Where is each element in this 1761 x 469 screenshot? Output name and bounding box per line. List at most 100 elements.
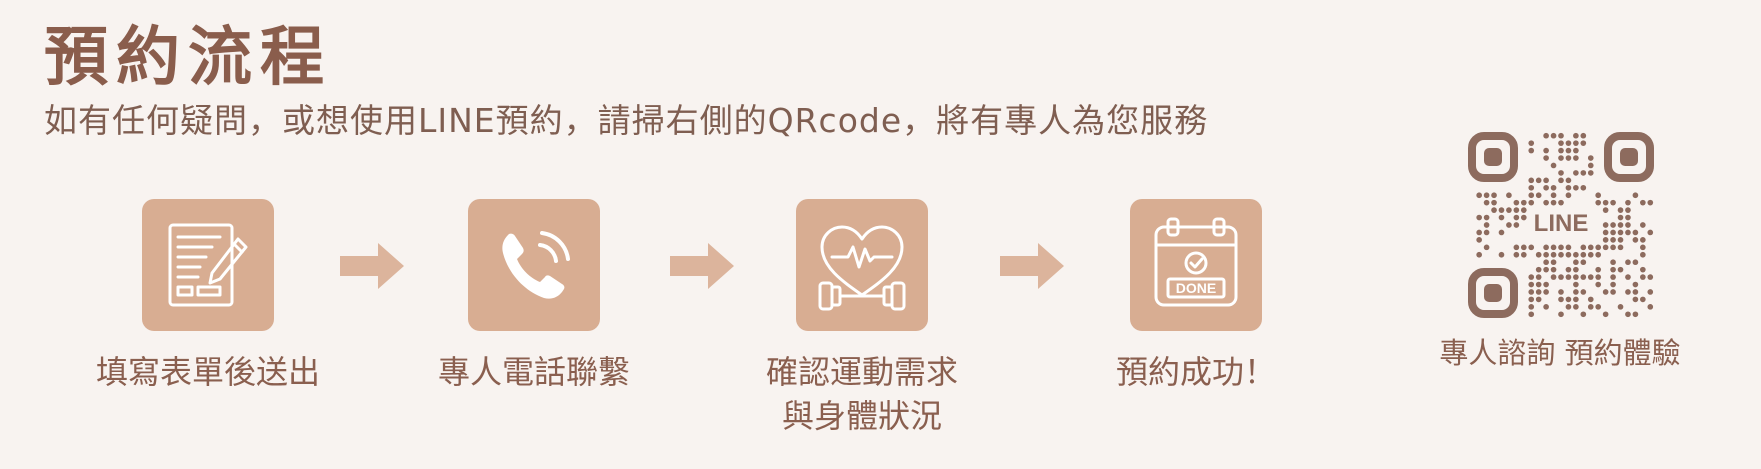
qr-module [1647,199,1654,206]
qr-module [1587,170,1594,176]
qr-module [1610,237,1616,243]
qr-module [1565,266,1572,273]
qr-module [1587,304,1594,310]
qr-module [1632,229,1639,236]
qr-module [1476,251,1482,258]
qr-module [1587,155,1594,161]
qr-module [1610,199,1616,206]
step-form [142,199,274,331]
qr-module [1580,251,1587,258]
qr-module [1610,281,1616,288]
qr-module [1550,274,1557,280]
qr-module [1528,147,1535,154]
qr-module [1528,281,1535,288]
qr-module [1528,311,1535,318]
page-title: 預約流程 [44,21,332,95]
qr-module [1558,177,1564,184]
qr-module [1580,244,1587,251]
qr-module [1617,237,1624,243]
step-phone [468,199,600,331]
step-phone-label: 專人電話聯繫 [437,353,630,391]
qr-module [1647,274,1654,280]
qr-module [1535,289,1542,295]
qr-module [1550,244,1557,251]
qr-module [1565,251,1572,258]
qr-module [1558,311,1564,318]
qr-module [1625,259,1631,266]
qr-module [1558,170,1564,176]
qr-module [1491,199,1497,206]
qr-module [1543,177,1549,184]
qr-module [1491,192,1497,199]
qr-module [1617,244,1624,251]
qr-module [1640,251,1646,258]
calendar-done-icon: DONE [1154,217,1238,307]
qr-module [1483,229,1490,236]
qr-module [1580,170,1587,176]
qr-module [1543,281,1549,288]
qr-module [1625,222,1631,228]
qr-module [1558,296,1564,303]
qr-module [1550,199,1557,206]
qr-module [1513,199,1520,206]
qr-module [1587,162,1594,169]
qr-module [1632,237,1639,243]
qr-module [1640,296,1646,303]
qr-module [1543,147,1549,154]
qr-module [1602,237,1609,243]
qr-module [1640,274,1646,280]
qr-module [1520,251,1527,258]
qr-module [1483,222,1490,228]
qr-module [1543,266,1549,273]
qr-module [1483,214,1490,221]
qr-module [1498,251,1505,258]
qr-module [1520,214,1527,221]
qr-module [1573,296,1579,303]
qr-module [1476,214,1482,221]
qr-module [1595,199,1602,206]
qr-module [1550,132,1557,139]
qr-module [1573,132,1579,139]
qr-module [1520,199,1527,206]
qr-module [1625,311,1631,318]
qr-module [1610,222,1616,228]
qr-module [1491,207,1497,213]
form-icon [168,223,248,307]
step-form-label: 填寫表單後送出 [95,353,320,391]
qr-module [1602,244,1609,251]
phone-icon [502,231,570,299]
qr-module [1625,229,1631,236]
qr-module [1565,140,1572,146]
qr-module [1565,274,1572,280]
qr-module [1595,274,1602,280]
step-done-label: 預約成功！ [1115,353,1276,391]
qr-module [1498,214,1505,221]
qr-module [1595,281,1602,288]
qr-module [1647,304,1654,310]
qr-module [1565,155,1572,161]
qr-module [1640,266,1646,273]
qr-module [1595,251,1602,258]
qr-module [1602,311,1609,318]
qr-module [1595,192,1602,199]
qr-module [1506,192,1512,199]
qr-module [1558,274,1564,280]
step-done: DONE [1130,199,1262,331]
qr-module [1498,229,1505,236]
qr-module [1528,274,1535,280]
qr-module [1535,251,1542,258]
qr-module [1565,184,1572,191]
qr-module [1610,259,1616,266]
qr-module [1513,222,1520,228]
qr-module [1498,207,1505,213]
qr-module [1558,140,1564,146]
qr-module [1528,289,1535,295]
line-qr-code[interactable]: LINE [1468,132,1654,318]
qr-module [1535,192,1542,199]
qr-module [1543,132,1549,139]
qr-module [1558,289,1564,295]
qr-module [1535,296,1542,303]
qr-module [1617,222,1624,228]
qr-module [1617,229,1624,236]
qr-module [1476,229,1482,236]
